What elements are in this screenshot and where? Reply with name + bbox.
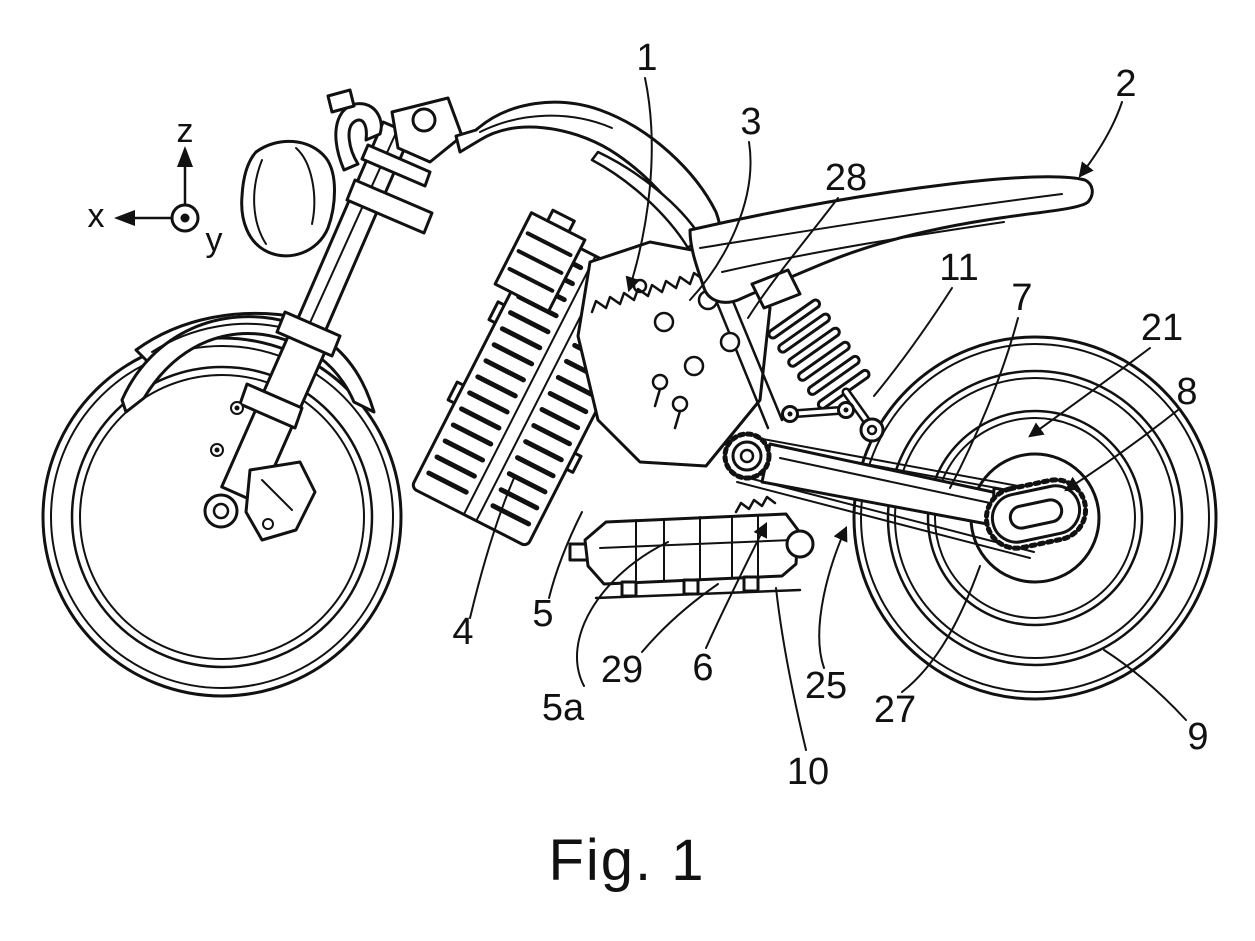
ref-label-11: 11	[939, 247, 979, 289]
ref-label-6: 6	[692, 647, 714, 689]
ref-label-28: 28	[824, 157, 868, 199]
axis-label-x: x	[87, 197, 105, 235]
ref-label-27: 27	[873, 689, 917, 731]
pivot-sprocket	[722, 431, 772, 481]
leader-21	[1028, 347, 1151, 438]
leader-4	[469, 477, 515, 619]
axis-label-z: z	[176, 112, 194, 150]
leader-9	[1103, 649, 1187, 721]
leader-1	[625, 77, 653, 293]
leader-28	[747, 197, 839, 319]
leader-29	[641, 583, 719, 653]
leader-6	[705, 521, 768, 649]
leader-7	[949, 317, 1019, 489]
leader-2	[1078, 101, 1123, 178]
leader-5	[548, 511, 583, 599]
ref-label-25: 25	[804, 665, 848, 707]
ref-label-10: 10	[786, 751, 830, 793]
ref-label-29: 29	[600, 649, 644, 691]
ref-label-9: 9	[1187, 716, 1209, 758]
leader-11	[873, 287, 953, 397]
ref-label-21: 21	[1140, 307, 1184, 349]
rear-hub-sprocket	[983, 477, 1089, 551]
leader-10	[775, 587, 807, 751]
rear-shock	[750, 268, 885, 443]
rear-wheel	[852, 335, 1218, 701]
ref-label-4: 4	[452, 611, 474, 653]
motor-unit	[568, 495, 815, 600]
ref-label-8: 8	[1176, 371, 1198, 413]
tail-seat	[688, 175, 1094, 304]
ref-label-1: 1	[636, 37, 658, 79]
leader-5a	[575, 541, 669, 687]
front-fork	[210, 88, 464, 542]
ref-label-5: 5	[532, 593, 554, 635]
ref-label-2: 2	[1115, 63, 1137, 105]
aux-module	[493, 208, 587, 313]
ref-label-5a: 5a	[541, 687, 585, 729]
leader-27	[901, 565, 981, 693]
axis-label-y: y	[205, 221, 223, 259]
leader-3	[689, 141, 752, 301]
leader-lines	[469, 77, 1187, 751]
coordinate-axes	[114, 146, 200, 233]
ref-label-7: 7	[1011, 277, 1033, 319]
ref-label-3: 3	[740, 101, 762, 143]
figure-caption: Fig. 1	[548, 828, 706, 893]
leader-8	[1064, 409, 1179, 492]
leader-25	[818, 525, 848, 669]
